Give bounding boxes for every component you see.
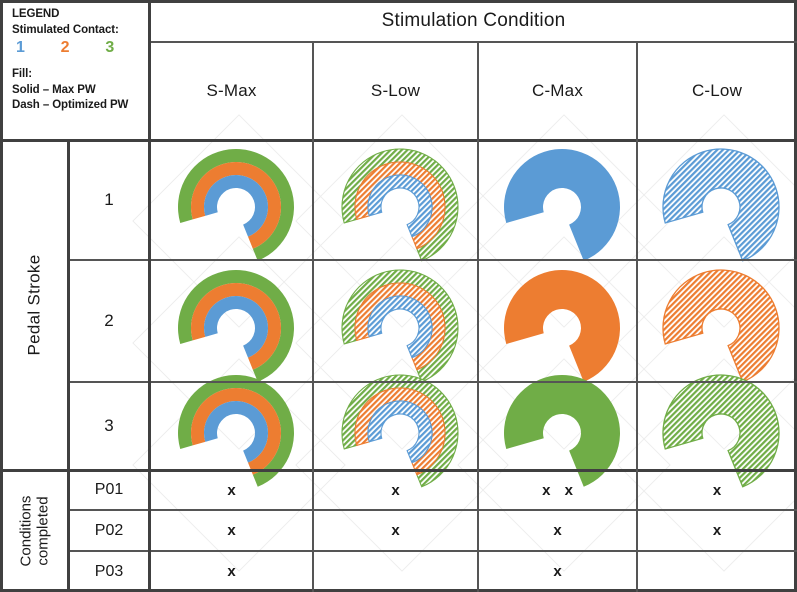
grid-line-rowgroup-divider (67, 139, 70, 592)
legend-contact-1: 1 (16, 39, 25, 56)
completion-cell-p03-cmax: x (553, 563, 567, 580)
row-group-label-conditions-completed: Conditions completed (0, 470, 68, 592)
legend-contact-3: 3 (105, 39, 115, 56)
arc-cell-stroke2-clow (637, 260, 797, 383)
completion-cell-p03-clow (637, 551, 797, 592)
single-arc-glyph-solid-contact3 (478, 375, 637, 487)
completion-cell-p02-clow: x (712, 522, 727, 539)
arc-cell-stroke2-slow (313, 260, 478, 383)
column-header-s-low: S-Low (370, 81, 421, 100)
legend-contact-label: Stimulated Contact: (12, 23, 119, 36)
grid-line-col-cmax-clow (636, 41, 638, 592)
grid-line-rowlabel-divider (148, 0, 151, 592)
row-label-p01: P01 (94, 481, 124, 498)
triple-arc-glyph-solid (150, 260, 313, 382)
completion-cell-p03-smax: x (227, 563, 241, 580)
arc-cell-stroke2-cmax (478, 260, 637, 382)
triple-arc-glyph-solid (150, 140, 313, 261)
column-header-s-max: S-Max (206, 81, 257, 100)
single-arc-glyph-solid-contact1 (478, 140, 637, 261)
arc-cell-stroke2-smax (150, 260, 313, 382)
completion-cell-p01-clow: x (712, 481, 727, 499)
arc-cell-stroke3-cmax (478, 375, 637, 487)
arc-cell-stroke3-slow (313, 374, 478, 488)
grid-line-p02-p03 (68, 550, 797, 552)
arc-cell-stroke1-slow (313, 140, 478, 262)
legend-fill-dash: Dash – Optimized PW (12, 99, 129, 111)
grid-line-body-top (0, 139, 797, 142)
completion-cell-p01-cmax: x x (542, 481, 578, 499)
completion-cell-p01-smax: x (227, 481, 241, 499)
row-label-stroke-1: 1 (104, 190, 114, 209)
triple-arc-glyph-dash (313, 140, 478, 262)
legend-contact-numbers: 1 2 3 (16, 39, 150, 57)
grid-line-stroke2-stroke3 (68, 381, 797, 383)
conditions-label-line2: completed (34, 496, 52, 566)
triple-arc-glyph-solid (150, 375, 313, 487)
legend-title: LEGEND (12, 8, 60, 20)
legend-fill-solid: Solid – Max PW (12, 83, 96, 96)
grid-border-right (794, 0, 797, 592)
grid-line-stroke1-stroke2 (68, 259, 797, 261)
grid-line-strokes-participants (0, 469, 797, 472)
completion-cell-p02-smax: x (227, 522, 241, 539)
header-stimulation-condition: Stimulation Condition (381, 10, 566, 31)
grid-border-left (0, 0, 3, 592)
row-label-p03: P03 (94, 562, 124, 580)
arc-cell-stroke3-clow (637, 374, 797, 488)
column-header-c-max: C-Max (531, 81, 584, 100)
single-arc-glyph-dash-contact2 (637, 260, 797, 383)
grid-border-bottom (0, 589, 797, 592)
grid-line-col-smax-slow (312, 41, 314, 592)
conditions-label-line1: Conditions (17, 495, 35, 567)
arc-cell-stroke1-cmax (478, 140, 637, 261)
completion-cell-p03-slow (313, 551, 478, 592)
legend-spacer (12, 57, 150, 67)
completion-cell-p02-cmax: x (553, 522, 567, 539)
row-label-stroke-2: 2 (104, 311, 114, 330)
grid-line-header-split (150, 41, 797, 43)
single-arc-glyph-dash-contact1 (637, 140, 797, 262)
row-label-p02: P02 (94, 521, 124, 539)
triple-arc-glyph-dash (313, 374, 478, 488)
grid-border-top (0, 0, 797, 3)
legend-fill-label: Fill: (12, 68, 32, 80)
completion-cell-p01-slow: x (391, 481, 405, 499)
single-arc-glyph-solid-contact2 (478, 260, 637, 382)
arc-cell-stroke1-smax (150, 140, 313, 261)
arc-cell-stroke3-smax (150, 375, 313, 487)
arc-cell-stroke1-clow (637, 140, 797, 262)
grid-line-col-slow-cmax (477, 41, 479, 592)
legend-contact-2: 2 (60, 39, 70, 56)
grid-line-p01-p02 (68, 509, 797, 511)
row-group-label-pedal-stroke: Pedal Stroke (24, 254, 43, 356)
single-arc-glyph-dash-contact3 (637, 374, 797, 488)
completion-cell-p02-slow: x (391, 522, 405, 539)
triple-arc-glyph-dash (313, 260, 478, 383)
column-header-c-low: C-Low (691, 81, 743, 100)
row-label-stroke-3: 3 (104, 416, 114, 435)
legend: LEGEND Stimulated Contact: 1 2 3 Fill: S… (0, 0, 150, 140)
